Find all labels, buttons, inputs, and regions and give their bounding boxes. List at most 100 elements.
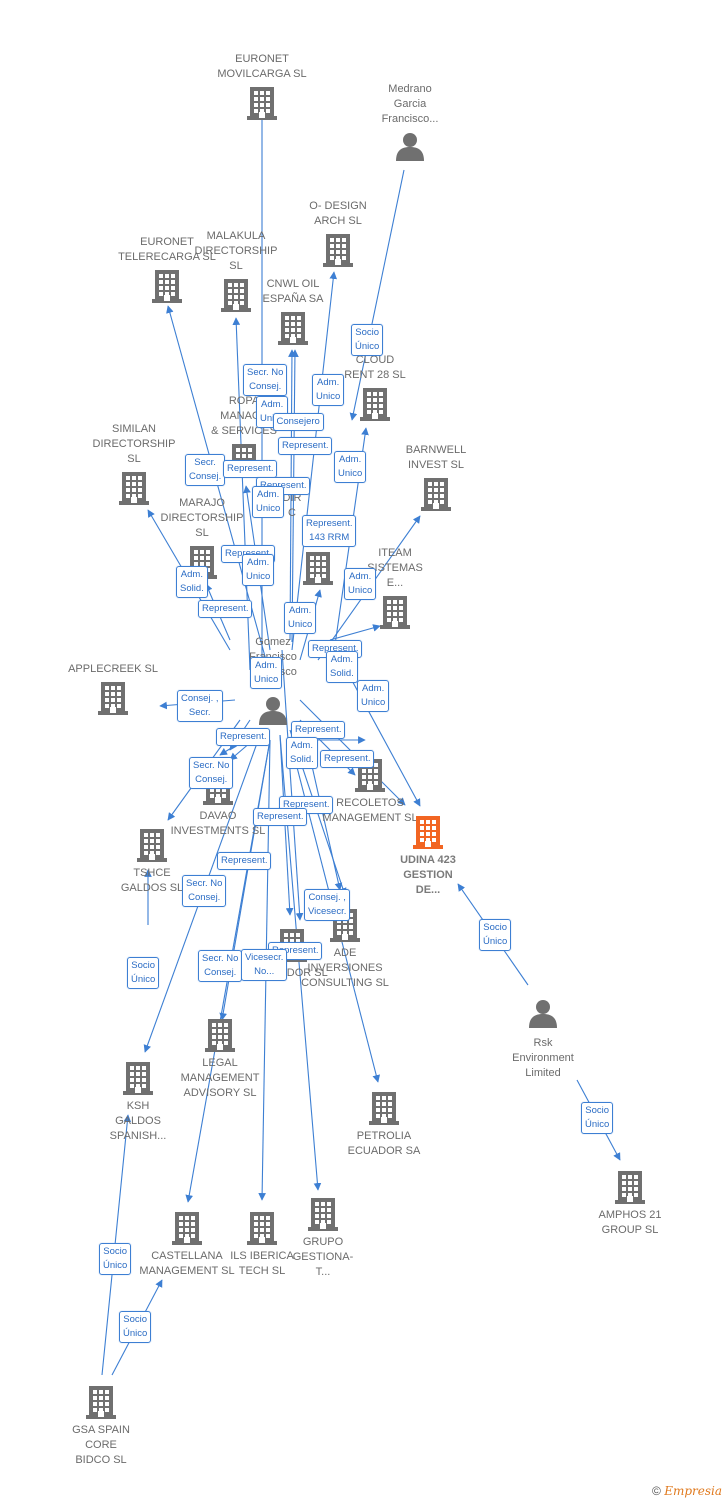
node-label: AMPHOS 21 GROUP SL xyxy=(598,1209,662,1236)
node-ils[interactable]: ILS IBERICA TECH SL xyxy=(230,1211,294,1277)
node-udina[interactable]: UDINA 423 GESTION DE... xyxy=(400,815,456,896)
building-icon xyxy=(172,1211,202,1250)
building-icon xyxy=(323,233,353,272)
node-recoletos[interactable]: RECOLETOS MANAGEMENT SL xyxy=(322,758,418,824)
relationship-badge[interactable]: Socio Único xyxy=(581,1102,614,1134)
relationship-badge[interactable]: Secr. No Consej. xyxy=(182,875,227,907)
node-label: KSH GALDOS SPANISH... xyxy=(109,1100,167,1142)
building-icon xyxy=(278,311,308,350)
brand-logo[interactable]: Empresia xyxy=(664,1484,722,1498)
relationship-badge[interactable]: Represent. xyxy=(253,808,308,826)
relationship-badge[interactable]: Secr. No Consej. xyxy=(189,757,234,789)
node-label: EURONET TELERECARGA SL xyxy=(118,236,216,263)
relationship-badge[interactable]: Represent. xyxy=(217,852,272,870)
person-icon xyxy=(395,131,425,166)
node-ksh[interactable]: KSH GALDOS SPANISH... xyxy=(110,1061,166,1142)
relationship-badge[interactable]: Socio Único xyxy=(479,919,512,951)
node-gsa[interactable]: GSA SPAIN CORE BIDCO SL xyxy=(72,1385,130,1466)
relationship-badge[interactable]: Consej. , Vicesecr. xyxy=(304,889,351,921)
node-label: GRUPO GESTIONA- T... xyxy=(292,1236,354,1278)
node-label: MALAKULA DIRECTORSHIP SL xyxy=(194,230,278,272)
relationship-edge xyxy=(291,349,299,643)
node-dir[interactable]: DIR C xyxy=(283,492,333,585)
relationship-badge[interactable]: Secr. Consej. xyxy=(185,454,226,486)
node-applecreek[interactable]: APPLECREEK SL xyxy=(68,663,158,715)
node-label: DAVAO INVESTMENTS SL xyxy=(170,810,266,837)
relationship-badge[interactable]: Represent. xyxy=(291,721,346,739)
relationship-badge[interactable]: Represent. xyxy=(278,437,333,455)
node-euronet-movil[interactable]: EURONET MOVILCARGA SL xyxy=(217,53,307,120)
node-barnwell[interactable]: BARNWELL INVEST SL xyxy=(406,444,466,511)
relationship-badge[interactable]: Secr. No Consej. xyxy=(198,950,243,982)
building-icon xyxy=(247,1211,277,1250)
node-label: CNWL OIL ESPAÑA SA xyxy=(262,278,324,305)
node-label: MARAJO DIRECTORSHIP SL xyxy=(160,497,244,539)
node-label: O- DESIGN ARCH SL xyxy=(309,200,367,227)
node-label: TSHCE GALDOS SL xyxy=(120,867,184,894)
node-iteam[interactable]: ITEAM SISTEMAS E... xyxy=(367,547,423,629)
relationship-badge[interactable]: Consej. , Secr. xyxy=(177,690,223,722)
building-icon xyxy=(123,1061,153,1100)
relationship-badge[interactable]: Adm. Solid. xyxy=(176,566,208,598)
relationship-edge xyxy=(291,271,338,651)
relationship-badge[interactable]: Socio Único xyxy=(351,324,384,356)
relationship-badge[interactable]: Secr. No Consej. xyxy=(243,364,288,396)
node-medrano[interactable]: Medrano Garcia Francisco... xyxy=(382,83,438,166)
node-cnwl[interactable]: CNWL OIL ESPAÑA SA xyxy=(263,278,323,345)
person-icon xyxy=(528,998,558,1033)
relationship-badge[interactable]: Represent. xyxy=(198,600,253,618)
relationship-badge[interactable]: Represent. 143 RRM xyxy=(302,515,357,547)
relationship-badge[interactable]: Represent. xyxy=(320,750,375,768)
node-amphos[interactable]: AMPHOS 21 GROUP SL xyxy=(599,1170,661,1236)
node-o-design[interactable]: O- DESIGN ARCH SL xyxy=(309,200,367,267)
node-rsk[interactable]: Rsk Environment Limited xyxy=(512,998,574,1079)
node-gomez[interactable]: Gomez Francisco Francisco xyxy=(249,636,297,730)
node-marajo[interactable]: MARAJO DIRECTORSHIP SL xyxy=(161,497,243,579)
relationship-badge[interactable]: Vicesecr. No... xyxy=(241,949,288,981)
relationship-badge[interactable]: Adm. Unico xyxy=(312,374,345,406)
relationship-badge[interactable]: Consejero xyxy=(272,413,324,431)
building-icon xyxy=(247,86,277,125)
node-grupo[interactable]: GRUPO GESTIONA- T... xyxy=(293,1197,353,1278)
node-cloud[interactable]: CLOUD RENT 28 SL xyxy=(344,354,406,421)
building-icon xyxy=(98,681,128,720)
node-label: ROPA MANAGE & SERVICES xyxy=(211,395,277,437)
node-label: ILS IBERICA TECH SL xyxy=(230,1250,294,1277)
relationship-badge[interactable]: Socio Único xyxy=(127,957,160,989)
node-petrolia[interactable]: PETROLIA ECUADOR SA xyxy=(348,1091,420,1157)
copyright-symbol: © xyxy=(652,1484,661,1498)
relationship-badge[interactable]: Socio Único xyxy=(99,1243,132,1275)
relationship-badge[interactable]: Adm. Unico xyxy=(242,554,275,586)
node-label: SIMILAN DIRECTORSHIP SL xyxy=(92,423,176,465)
building-icon xyxy=(119,471,149,510)
relationship-badge[interactable]: Adm. Solid. xyxy=(326,651,358,683)
node-similan[interactable]: SIMILAN DIRECTORSHIP SL xyxy=(93,423,175,505)
node-malakula[interactable]: MALAKULA DIRECTORSHIP SL xyxy=(195,230,277,312)
node-label: GSA SPAIN CORE BIDCO SL xyxy=(72,1424,130,1466)
node-label: CLOUD RENT 28 SL xyxy=(344,354,406,381)
node-euronet-tele[interactable]: EURONET TELERECARGA SL xyxy=(118,236,216,303)
relationship-badge[interactable]: Socio Único xyxy=(119,1311,152,1343)
relationship-edge xyxy=(349,169,405,421)
relationship-badge[interactable]: Represent. xyxy=(216,728,271,746)
person-icon xyxy=(258,695,288,730)
building-icon xyxy=(615,1170,645,1209)
node-tshce[interactable]: TSHCE GALDOS SL xyxy=(121,828,183,894)
node-label: ITEAM SISTEMAS E... xyxy=(367,547,423,589)
node-castellana[interactable]: CASTELLANA MANAGEMENT SL xyxy=(139,1211,235,1277)
building-icon xyxy=(86,1385,116,1424)
building-icon xyxy=(369,1091,399,1130)
relationship-badge[interactable]: Adm. Unico xyxy=(357,680,390,712)
relationship-badge[interactable]: Adm. Unico xyxy=(344,568,377,600)
node-legal[interactable]: LEGAL MANAGEMENT ADVISORY SL xyxy=(181,1018,259,1099)
node-label: LEGAL MANAGEMENT ADVISORY SL xyxy=(180,1057,260,1099)
relationship-badge[interactable]: Adm. Unico xyxy=(250,657,283,689)
relationship-badge[interactable]: Adm. Solid. xyxy=(286,737,318,769)
relationship-badge[interactable]: Adm. Unico xyxy=(252,486,285,518)
relationship-badge[interactable]: Represent. xyxy=(223,460,278,478)
node-label: Medrano Garcia Francisco... xyxy=(381,83,439,125)
relationship-badge[interactable]: Adm. Unico xyxy=(284,602,317,634)
relationship-edge xyxy=(329,624,381,641)
relationship-badge[interactable]: Adm. Unico xyxy=(334,451,367,483)
node-label: PETROLIA ECUADOR SA xyxy=(347,1130,421,1157)
